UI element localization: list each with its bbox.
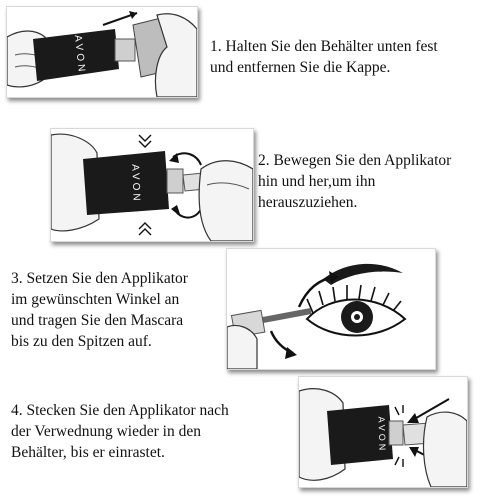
step-1-instruction: 1. Halten Sie den Behälter unten fest un… xyxy=(210,38,438,76)
step-3-instruction: 3. Setzen Sie den Applikator im gewünsch… xyxy=(11,270,188,350)
step-3-illustration xyxy=(226,248,436,370)
step-2-instruction: 2. Bewegen Sie den Applikator hin und he… xyxy=(258,152,452,211)
arrow-icon xyxy=(410,398,450,422)
hand-icon xyxy=(422,411,467,487)
step-1-illustration: AVON xyxy=(6,6,198,98)
chevron-up-icon xyxy=(138,222,152,236)
mascara-tube-icon: AVON xyxy=(83,151,184,215)
chevron-down-icon xyxy=(138,134,152,148)
brand-label: AVON xyxy=(72,34,87,75)
hand-icon xyxy=(227,324,258,369)
mascara-tube-icon: AVON xyxy=(33,29,136,81)
mascara-tube-icon: AVON xyxy=(327,405,404,465)
step-4-drawing: AVON xyxy=(299,388,467,487)
eye-icon xyxy=(305,284,407,337)
step-4-instruction: 4. Stecken Sie den Applikator nach der V… xyxy=(11,402,229,461)
brand-label: AVON xyxy=(129,164,141,204)
hand-icon xyxy=(154,13,197,97)
eyebrow xyxy=(323,263,403,285)
step-2-illustration: AVON xyxy=(50,128,254,242)
brand-label: AVON xyxy=(376,416,387,453)
step-4-illustration: AVON xyxy=(298,376,468,488)
hand-icon xyxy=(198,160,253,241)
step-1-drawing: AVON xyxy=(7,11,197,97)
step-3-drawing xyxy=(227,263,407,369)
step-2-drawing: AVON xyxy=(51,133,253,241)
